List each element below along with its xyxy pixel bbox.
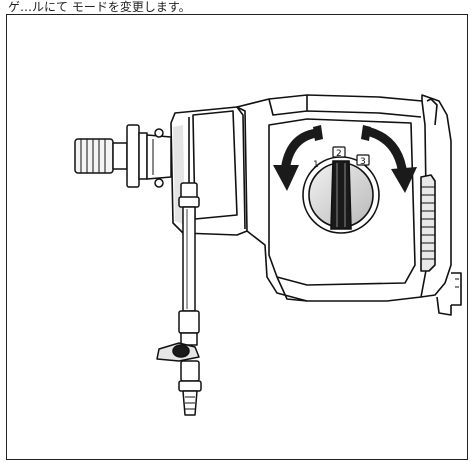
- core-drill-illustration: 1 2 3: [74, 94, 462, 416]
- caption-text: ゲ…ルにて モードを変更します。: [8, 0, 191, 12]
- grip-ridges: [421, 186, 435, 260]
- rotate-left-arrow-icon: [273, 125, 323, 191]
- mode-selector-dial: [302, 156, 380, 234]
- dial-mark-1: 1: [313, 160, 319, 170]
- dial-mark-2: 2: [336, 149, 342, 159]
- dial-marks: 1 2 3: [313, 146, 370, 170]
- water-supply-fitting: [156, 182, 202, 416]
- spindle-adapter: [74, 124, 172, 188]
- rotate-right-arrow-icon: [361, 125, 417, 193]
- dial-mark-3: 3: [360, 157, 366, 167]
- illustration-frame: 1 2 3: [6, 14, 468, 460]
